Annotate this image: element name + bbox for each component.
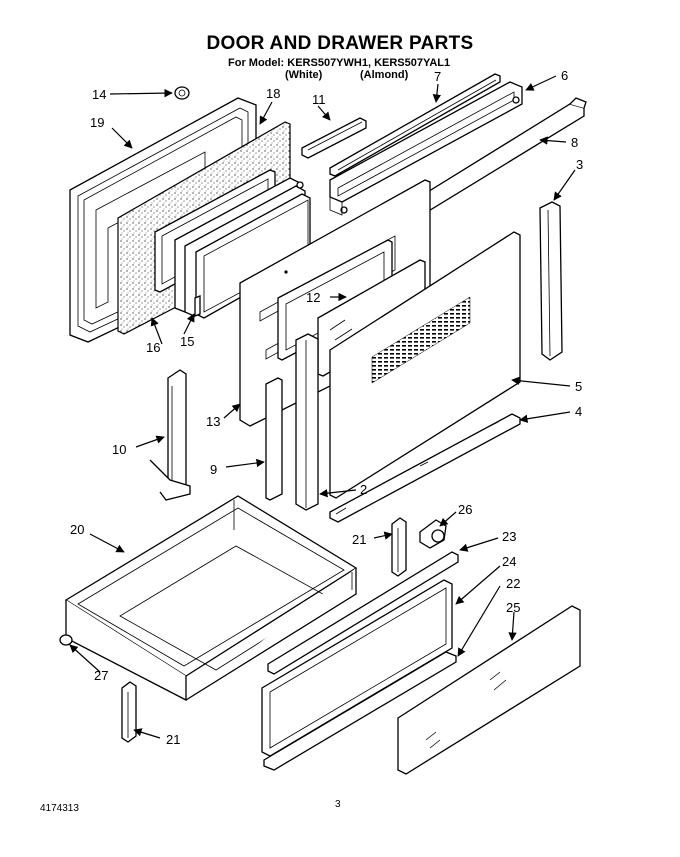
callout-15: 15 <box>180 334 194 349</box>
callout-numbers: 14 19 18 11 7 6 8 3 12 5 4 10 13 9 2 16 … <box>70 68 583 747</box>
callout-21-lower: 21 <box>166 732 180 747</box>
callout-3: 3 <box>576 157 583 172</box>
callout-10: 10 <box>112 442 126 457</box>
part-23-drawer-trim <box>267 551 459 675</box>
model-line: For Model: KERS507YWH1, KERS507YAL1 <box>228 57 451 69</box>
part-4-bottom-trim <box>329 413 521 523</box>
part-21-slide-lower <box>121 681 137 743</box>
part-14-bumper <box>174 86 190 100</box>
callout-20: 20 <box>70 522 84 537</box>
part-26-roller <box>419 519 447 549</box>
callout-25: 25 <box>506 600 520 615</box>
callout-2: 2 <box>360 482 367 497</box>
callout-12: 12 <box>306 290 320 305</box>
part-3-hinge-channel <box>539 201 563 361</box>
callout-18: 18 <box>266 86 280 101</box>
callout-5: 5 <box>575 379 582 394</box>
part-25-drawer-glass <box>397 605 581 775</box>
callout-11: 11 <box>312 92 326 107</box>
part-9-side-trim <box>265 377 283 501</box>
callout-7: 7 <box>434 69 441 84</box>
page-title: DOOR AND DRAWER PARTS <box>206 33 474 54</box>
callout-13: 13 <box>206 414 220 429</box>
callout-19: 19 <box>90 115 104 130</box>
callout-22: 22 <box>506 576 520 591</box>
callout-23: 23 <box>502 529 516 544</box>
callout-14: 14 <box>92 87 106 102</box>
callout-4: 4 <box>575 404 582 419</box>
callout-24: 24 <box>502 554 516 569</box>
part-11-bracket <box>301 117 367 159</box>
document-number: 4174313 <box>40 803 79 814</box>
part-6-door-frame-top <box>329 81 523 216</box>
page-number: 3 <box>335 799 341 810</box>
part-5-outer-door-panel <box>329 231 521 499</box>
callout-26: 26 <box>458 502 472 517</box>
part-7-vent-trim <box>329 73 501 177</box>
variant-white: (White) <box>285 69 323 81</box>
part-24-drawer-front <box>261 579 453 757</box>
part-27-drawer-bumper <box>59 634 73 646</box>
part-10-hinge <box>149 369 191 501</box>
part-20-drawer <box>64 495 358 702</box>
callout-9: 9 <box>210 462 217 477</box>
variant-almond: (Almond) <box>360 69 409 81</box>
leader-lines <box>69 75 576 739</box>
part-2-side-trim <box>295 333 319 511</box>
callout-21-upper: 21 <box>352 532 366 547</box>
part-22-drawer-bottom-trim <box>263 651 457 771</box>
part-21-slide-upper <box>391 517 407 577</box>
callout-16: 16 <box>146 340 160 355</box>
callout-27: 27 <box>94 668 108 683</box>
callout-8: 8 <box>571 135 578 150</box>
callout-6: 6 <box>561 68 568 83</box>
